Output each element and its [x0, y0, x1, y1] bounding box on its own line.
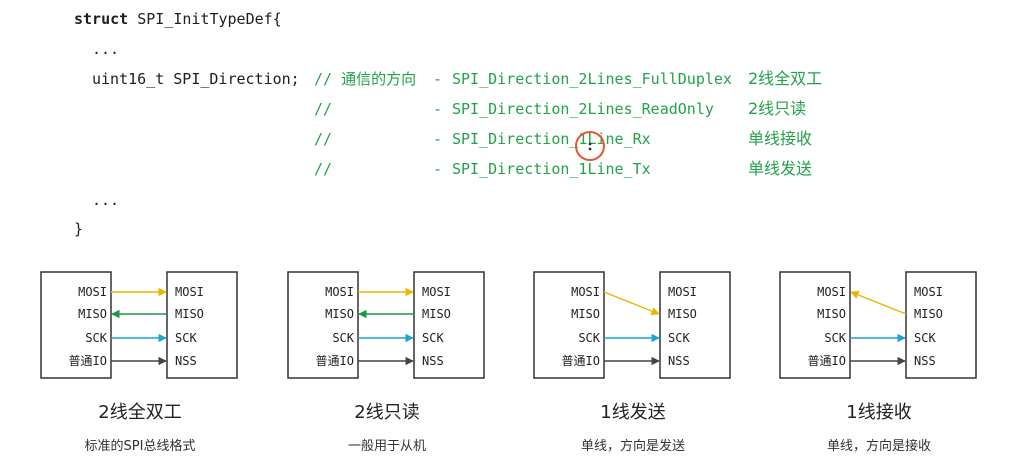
slave-pin-label: MISO — [914, 307, 943, 321]
master-pin-label: SCK — [578, 331, 600, 345]
master-pin-label: MOSI — [78, 285, 107, 299]
master-box — [779, 271, 851, 379]
master-pin-label: MOSI — [571, 285, 600, 299]
comment-prefix-2: // — [314, 130, 333, 148]
option-desc-0: 2线全双工 — [748, 69, 823, 88]
slave-pin-label: MOSI — [914, 285, 943, 299]
diagram-title-3: 1线接收 — [846, 402, 912, 423]
signal-arrow-mosi — [603, 291, 660, 316]
slave-pin-label: MOSI — [422, 285, 451, 299]
master-pin-label: 普通IO — [316, 354, 354, 368]
option-desc-3: 单线发送 — [748, 159, 813, 178]
cursor-ring-icon — [575, 131, 605, 161]
comment-line-0: // 通信的方向 — [314, 70, 416, 88]
slave-box — [659, 271, 731, 379]
master-pin-label: MISO — [571, 307, 600, 321]
slave-pin-label: NSS — [175, 354, 197, 368]
option-name-3: SPI_Direction_1Line_Tx — [452, 160, 651, 178]
signal-arrow-mosi — [850, 290, 907, 315]
slave-box — [166, 271, 238, 379]
master-pin-label: 普通IO — [808, 354, 846, 368]
ellipsis-bottom: ... — [92, 191, 120, 209]
comment-prefix-3: // — [314, 160, 333, 178]
master-pin-label: 普通IO — [69, 354, 107, 368]
diagram-subtitle-3: 单线，方向是接收 — [826, 439, 931, 454]
option-dash-1: - — [433, 100, 443, 118]
diagram-title-1: 2线只读 — [354, 402, 420, 423]
slave-pin-label: MISO — [668, 307, 697, 321]
master-pin-label: MISO — [78, 307, 107, 321]
code-line-member: uint16_t SPI_Direction; — [92, 70, 300, 88]
spi-diagram-2: MOSI MISO SCK 普通IO MOSI MISO SCK NSS — [533, 271, 731, 379]
slave-pin-label: NSS — [914, 354, 936, 368]
option-name-0: SPI_Direction_2Lines_FullDuplex — [452, 70, 732, 88]
slave-pin-label: NSS — [422, 354, 444, 368]
spi-diagram-0: MOSI MISO SCK 普通IO MOSI MISO SCK NSS — [40, 271, 238, 379]
master-pin-label: MISO — [325, 307, 354, 321]
slave-pin-label: NSS — [668, 354, 690, 368]
option-dash-3: - — [433, 160, 443, 178]
option-desc-1: 2线只读 — [748, 99, 807, 118]
comment-prefix: // — [314, 70, 333, 88]
master-box — [287, 271, 359, 379]
option-name-2: SPI_Direction_1Line_Rx — [452, 130, 651, 148]
master-pin-label: MOSI — [817, 285, 846, 299]
struct-name: SPI_InitTypeDef{ — [137, 10, 282, 28]
slave-pin-label: SCK — [668, 331, 690, 345]
option-desc-2: 单线接收 — [748, 129, 813, 148]
option-name-1: SPI_Direction_2Lines_ReadOnly — [452, 100, 714, 118]
master-pin-label: SCK — [332, 331, 354, 345]
slave-box — [413, 271, 485, 379]
master-pin-label: MOSI — [325, 285, 354, 299]
master-pin-label: MISO — [817, 307, 846, 321]
slave-box — [905, 271, 977, 379]
master-pin-label: SCK — [85, 331, 107, 345]
option-dash-2: - — [433, 130, 443, 148]
master-box — [533, 271, 605, 379]
comment-prefix-1: // — [314, 100, 333, 118]
slave-pin-label: MOSI — [668, 285, 697, 299]
code-line-ellipsis-bottom: ... — [92, 191, 119, 209]
member-declaration: uint16_t SPI_Direction; — [92, 70, 300, 88]
spi-diagram-1: MOSI MISO SCK 普通IO MOSI MISO SCK NSS — [287, 271, 485, 379]
slave-pin-label: MOSI — [175, 285, 204, 299]
spi-diagram-3: MOSI MISO SCK 普通IO MOSI MISO SCK NSS — [779, 271, 977, 379]
closing-brace: } — [74, 220, 84, 238]
diagram-subtitle-1: 一般用于从机 — [347, 439, 426, 454]
diagram-title-2: 1线发送 — [600, 402, 666, 423]
diagram-title-0: 2线全双工 — [98, 402, 182, 423]
slave-pin-label: SCK — [422, 331, 444, 345]
master-pin-label: SCK — [824, 331, 846, 345]
code-line-struct: struct SPI_InitTypeDef{ — [74, 10, 282, 28]
diagram-subtitle-2: 单线，方向是发送 — [580, 439, 685, 454]
slave-pin-label: MISO — [175, 307, 204, 321]
slave-pin-label: SCK — [175, 331, 197, 345]
code-line-closing: } — [74, 220, 83, 238]
comment-desc: 通信的方向 — [341, 70, 417, 88]
master-pin-label: 普通IO — [562, 354, 600, 368]
master-box — [40, 271, 112, 379]
slave-pin-label: MISO — [422, 307, 451, 321]
code-line-ellipsis-top: ... — [92, 40, 119, 58]
slave-pin-label: SCK — [914, 331, 936, 345]
option-dash-0: - — [433, 70, 443, 88]
struct-keyword: struct — [74, 10, 129, 28]
diagram-subtitle-0: 标准的SPI总线格式 — [84, 439, 196, 454]
ellipsis-top: ... — [92, 40, 120, 58]
